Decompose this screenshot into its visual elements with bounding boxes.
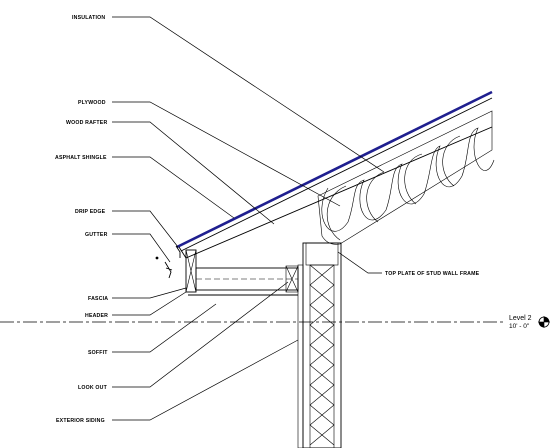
- insulation-pattern: [321, 127, 495, 232]
- label-drip-edge: DRIP EDGE: [75, 209, 106, 215]
- label-plywood: PLYWOOD: [78, 100, 106, 106]
- label-header: HEADER: [85, 313, 108, 319]
- plywood-line: [180, 97, 493, 252]
- label-fascia: FASCIA: [88, 296, 108, 302]
- blocking: [285, 265, 299, 293]
- top-plate: [305, 242, 339, 266]
- leader-wood-rafter: [112, 121, 275, 225]
- leader-top-plate: [337, 251, 382, 274]
- leader-plywood: [112, 101, 341, 207]
- leader-header: [112, 291, 187, 316]
- asphalt-shingle-line: [176, 90, 493, 249]
- eave-assembly: [155, 245, 299, 296]
- label-exterior-siding: EXTERIOR SIDING: [56, 418, 105, 424]
- fascia-x: [185, 249, 197, 293]
- label-gutter: GUTTER: [85, 232, 108, 238]
- insulation-batt-outline: [317, 110, 493, 245]
- gutter-bracket: [155, 256, 159, 260]
- drip-edge: [175, 245, 181, 258]
- label-asphalt-shingle: ASPHALT SHINGLE: [55, 155, 107, 161]
- level-2-datum: Level 2 10' - 0": [0, 315, 550, 330]
- insulation-pattern-2: [326, 135, 461, 241]
- label-look-out: LOOK OUT: [78, 385, 108, 391]
- label-insulation: INSULATION: [72, 15, 105, 21]
- leader-exterior-siding: [112, 339, 299, 421]
- wall-outline: [302, 242, 342, 448]
- labels: INSULATION PLYWOOD WOOD RAFTER ASPHALT S…: [55, 15, 480, 424]
- leader-asphalt-shingle: [112, 156, 235, 219]
- roof-assembly: [176, 90, 495, 259]
- leader-gutter: [112, 233, 171, 263]
- leader-insulation: [112, 16, 385, 173]
- stud-cavity-pattern: [309, 264, 335, 446]
- level-elevation: 10' - 0": [509, 323, 530, 330]
- stud-wall: [297, 242, 342, 448]
- gutter-detail: [164, 261, 173, 279]
- level-name: Level 2: [509, 315, 532, 322]
- exterior-siding: [297, 264, 304, 448]
- leaders: [112, 16, 385, 421]
- label-soffit: SOFFIT: [88, 350, 108, 356]
- level-target-icon: [538, 316, 550, 328]
- leader-soffit: [112, 303, 217, 353]
- label-top-plate: TOP PLATE OF STUD WALL FRAME: [385, 271, 480, 277]
- rafter-end-cut: [178, 246, 187, 259]
- leader-drip-edge: [112, 210, 179, 248]
- rafter-bottom-line: [185, 126, 493, 259]
- blocking-x: [285, 265, 299, 293]
- leader-fascia: [112, 287, 187, 299]
- leader-look-out: [112, 281, 289, 388]
- label-wood-rafter: WOOD RAFTER: [66, 120, 107, 126]
- stud-cavity: [309, 264, 335, 448]
